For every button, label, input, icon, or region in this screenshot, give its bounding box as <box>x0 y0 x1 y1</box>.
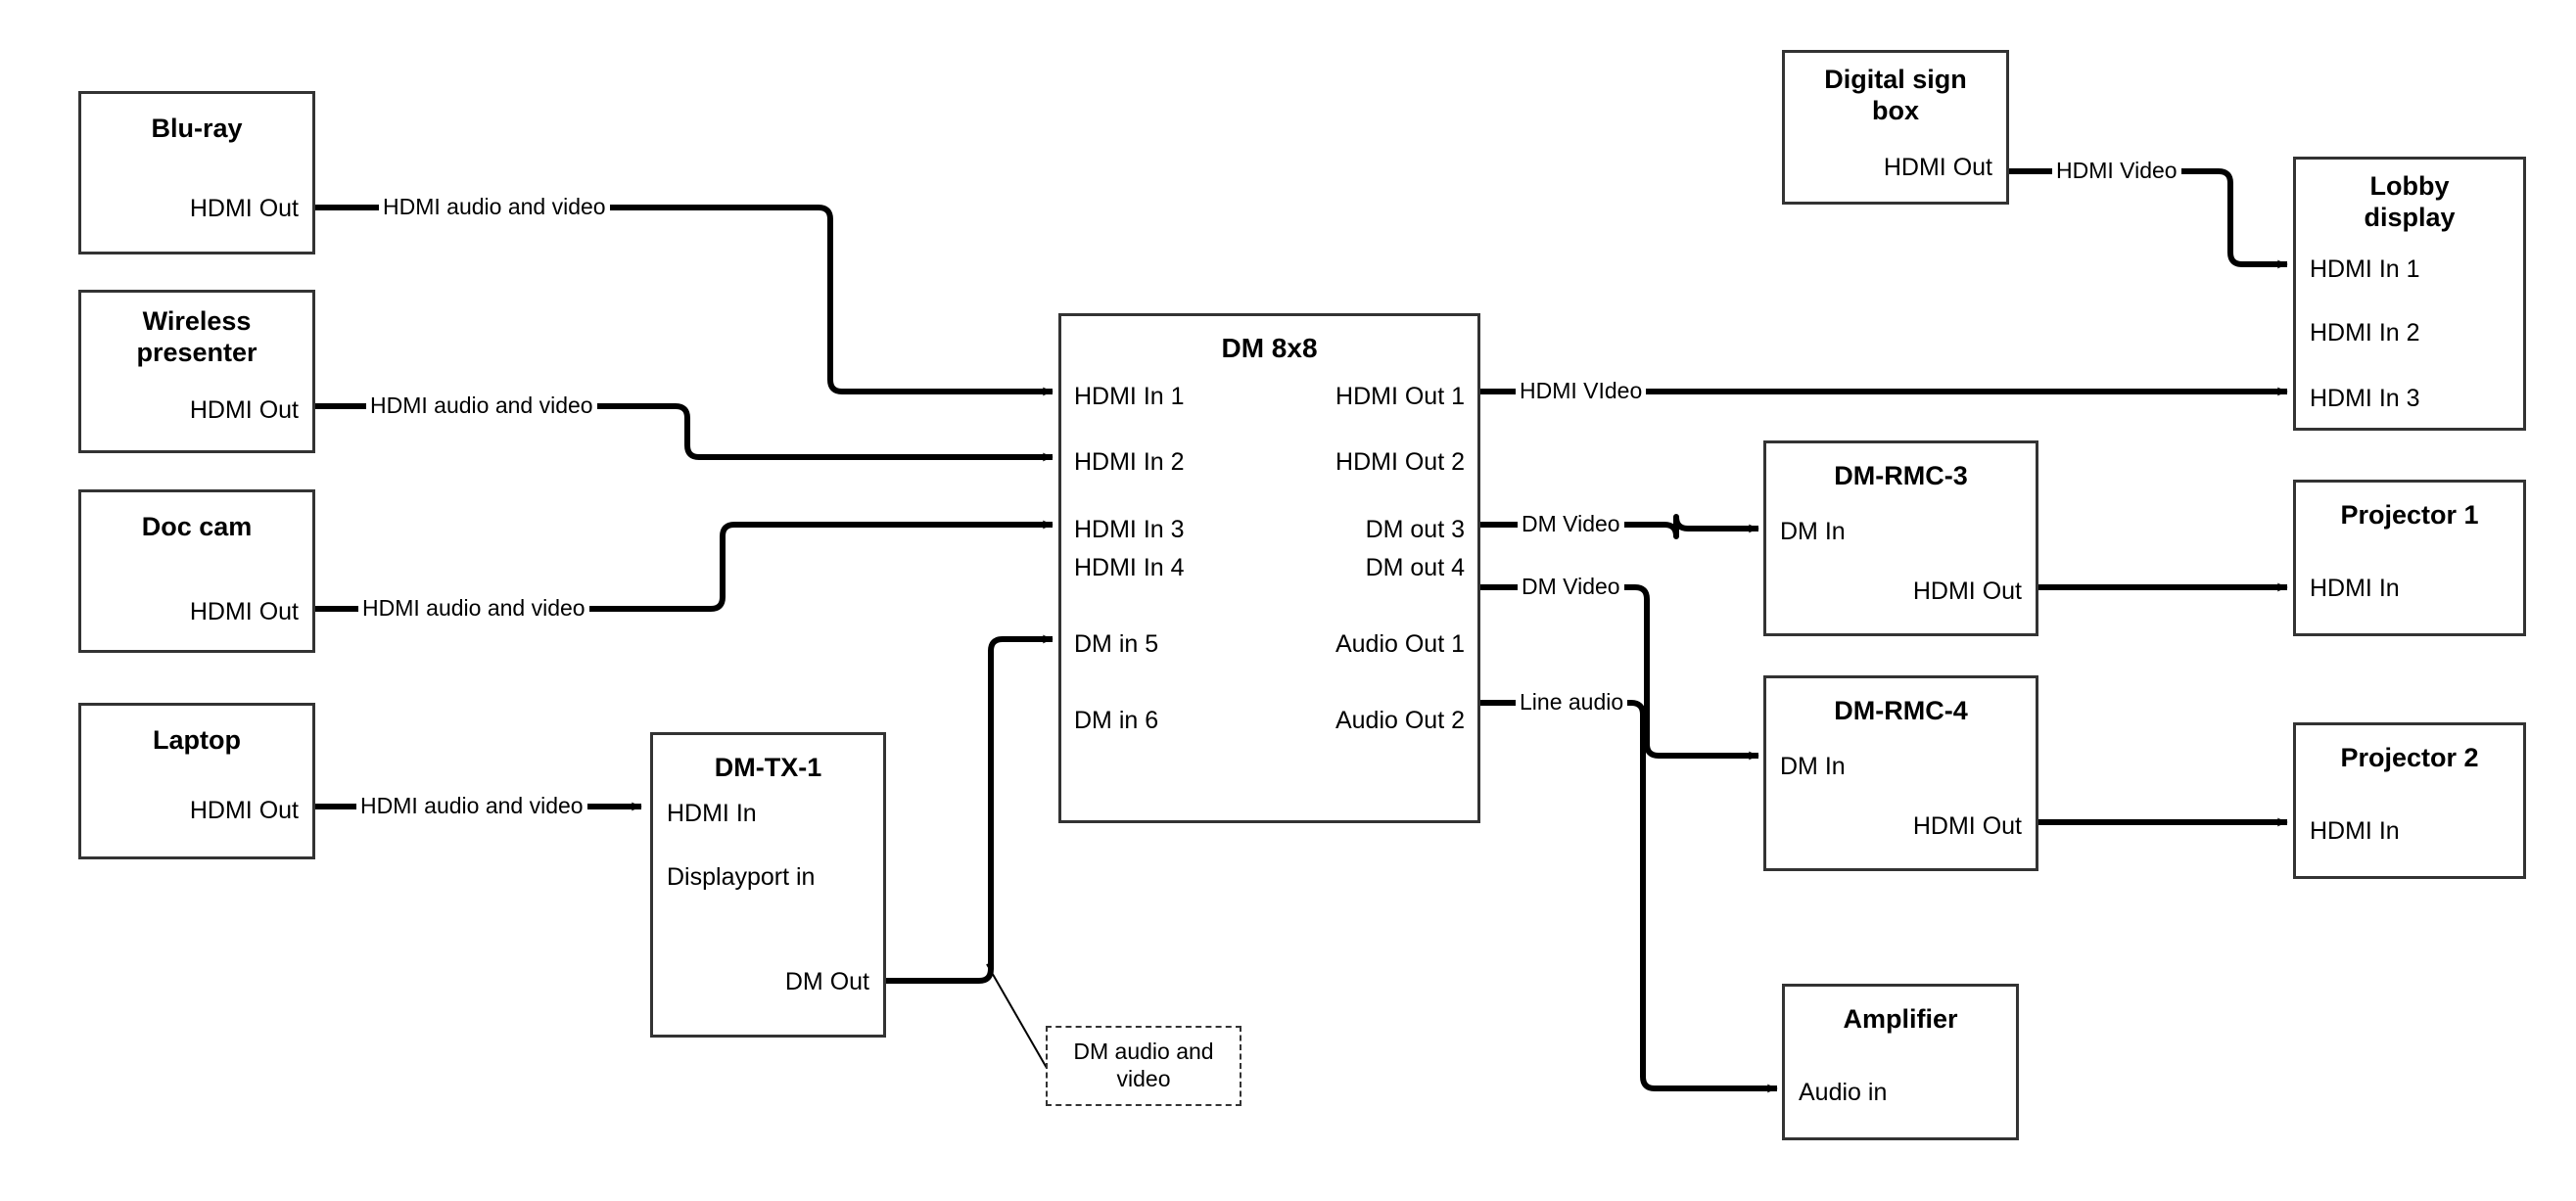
node-dm-8x8[interactable]: DM 8x8 HDMI In 1 HDMI In 2 HDMI In 3 HDM… <box>1058 313 1480 823</box>
node-dm-8x8-output-3: DM out 3 <box>1365 516 1465 543</box>
wire-digital-sign-to-lobby-hdmi-in-1 <box>2009 168 2288 269</box>
wire-bluray-to-hdmi-in-1 <box>315 205 1054 396</box>
node-doc-cam[interactable]: Doc cam HDMI Out <box>78 489 315 653</box>
node-dm-8x8-input-3: HDMI In 3 <box>1074 516 1185 543</box>
edge-label-digital-sign-to-lobby: HDMI Video <box>2052 160 2181 182</box>
node-laptop[interactable]: Laptop HDMI Out <box>78 703 315 859</box>
wire-dm-out-3-to-rmc3 <box>1480 514 1759 539</box>
node-amplifier-title: Amplifier <box>1843 1004 1958 1034</box>
node-dm-tx-1-port-hdmi-in: HDMI In <box>667 800 757 827</box>
node-digital-sign-box-title-line1: Digital sign <box>1824 65 1967 94</box>
callout-text-line1: DM audio and <box>1073 1039 1214 1065</box>
node-laptop-title: Laptop <box>153 725 241 755</box>
node-amplifier-port-audio-in: Audio in <box>1799 1079 1888 1106</box>
node-projector-2-title: Projector 2 <box>2340 743 2479 772</box>
edge-label-dm-out-4-to-rmc4: DM Video <box>1518 576 1624 598</box>
node-dm-8x8-input-5: DM in 5 <box>1074 630 1159 658</box>
node-dm-8x8-output-5: Audio Out 1 <box>1335 630 1465 658</box>
node-projector-2[interactable]: Projector 2 HDMI In <box>2293 722 2526 879</box>
node-dm-8x8-input-2: HDMI In 2 <box>1074 448 1185 476</box>
node-doc-cam-title: Doc cam <box>141 512 253 541</box>
wire-wireless-to-hdmi-in-2 <box>315 403 1054 462</box>
node-projector-1-port-hdmi-in: HDMI In <box>2310 575 2400 602</box>
node-dm-8x8-output-1: HDMI Out 1 <box>1335 383 1465 410</box>
node-wireless-presenter-title-line1: Wireless <box>142 306 252 336</box>
node-wireless-presenter-title-line2: presenter <box>136 337 258 367</box>
node-dm-8x8-input-4: HDMI In 4 <box>1074 554 1185 581</box>
node-dm-8x8-output-4: DM out 4 <box>1365 554 1465 581</box>
node-lobby-display-title: Lobby display <box>2296 171 2523 234</box>
node-lobby-display-port-hdmi-in-3: HDMI In 3 <box>2310 385 2420 412</box>
node-lobby-display-title-line2: display <box>2364 202 2456 232</box>
node-bluray-title: Blu-ray <box>151 114 243 143</box>
node-dm-rmc-4-port-hdmi-out: HDMI Out <box>1912 812 2022 840</box>
edge-label-doccam-to-hdmi-in-3: HDMI audio and video <box>358 597 589 620</box>
node-dm-tx-1-port-dm-out: DM Out <box>784 968 869 995</box>
node-dm-8x8-output-2: HDMI Out 2 <box>1335 448 1465 476</box>
node-dm-rmc-3[interactable]: DM-RMC-3 DM In HDMI Out <box>1763 440 2038 636</box>
node-lobby-display-title-line1: Lobby <box>2369 171 2450 201</box>
node-dm-tx-1-title: DM-TX-1 <box>714 753 822 782</box>
node-dm-8x8-output-6: Audio Out 2 <box>1335 707 1465 734</box>
node-projector-1-title: Projector 1 <box>2340 500 2479 530</box>
node-dm-8x8-title: DM 8x8 <box>1221 333 1318 363</box>
node-dm-8x8-input-6: DM in 6 <box>1074 707 1159 734</box>
node-bluray-port-hdmi-out: HDMI Out <box>189 195 299 222</box>
callout-text-line2: video <box>1116 1066 1171 1091</box>
node-wireless-presenter-port-hdmi-out: HDMI Out <box>189 396 299 424</box>
node-projector-2-port-hdmi-in: HDMI In <box>2310 817 2400 845</box>
node-dm-rmc-4[interactable]: DM-RMC-4 DM In HDMI Out <box>1763 675 2038 871</box>
callout-leader-line <box>986 963 1052 1076</box>
wire-dm-out-4-to-rmc4 <box>1480 584 1759 761</box>
wire-dmtx1-to-dm-in-5 <box>886 634 1054 984</box>
node-dm-8x8-input-1: HDMI In 1 <box>1074 383 1185 410</box>
node-dm-rmc-3-title: DM-RMC-3 <box>1834 461 1968 490</box>
node-dm-tx-1[interactable]: DM-TX-1 HDMI In Displayport in DM Out <box>650 732 886 1038</box>
edge-label-dm-out-3-to-rmc3: DM Video <box>1518 513 1624 535</box>
node-digital-sign-box[interactable]: Digital sign box HDMI Out <box>1782 50 2009 205</box>
callout-dm-audio-and-video: DM audio and video <box>1046 1026 1241 1106</box>
edge-label-bluray-to-hdmi-in-1: HDMI audio and video <box>379 196 610 218</box>
node-digital-sign-box-port-hdmi-out: HDMI Out <box>1883 154 1992 181</box>
node-dm-rmc-3-port-hdmi-out: HDMI Out <box>1912 577 2022 605</box>
callout-text: DM audio and video <box>1073 1039 1213 1092</box>
node-dm-rmc-3-port-dm-in: DM In <box>1780 518 1846 545</box>
node-laptop-port-hdmi-out: HDMI Out <box>189 797 299 824</box>
node-digital-sign-box-title: Digital sign box <box>1785 65 2006 127</box>
node-dm-rmc-4-port-dm-in: DM In <box>1780 753 1846 780</box>
node-amplifier[interactable]: Amplifier Audio in <box>1782 984 2019 1140</box>
node-bluray[interactable]: Blu-ray HDMI Out <box>78 91 315 254</box>
wire-doccam-to-hdmi-in-3 <box>315 520 1054 612</box>
node-dm-tx-1-port-displayport-in: Displayport in <box>667 863 816 891</box>
node-projector-1[interactable]: Projector 1 HDMI In <box>2293 480 2526 636</box>
edge-label-hdmi-out-1-to-lobby: HDMI VIdeo <box>1516 380 1647 402</box>
node-lobby-display-port-hdmi-in-1: HDMI In 1 <box>2310 255 2420 283</box>
node-wireless-presenter[interactable]: Wireless presenter HDMI Out <box>78 290 315 453</box>
node-doc-cam-port-hdmi-out: HDMI Out <box>189 598 299 625</box>
node-lobby-display[interactable]: Lobby display HDMI In 1 HDMI In 2 HDMI I… <box>2293 157 2526 431</box>
edge-label-audio-out-1-to-amplifier: Line audio <box>1516 691 1628 714</box>
node-lobby-display-port-hdmi-in-2: HDMI In 2 <box>2310 319 2420 346</box>
node-digital-sign-box-title-line2: box <box>1871 95 1919 125</box>
node-wireless-presenter-title: Wireless presenter <box>81 306 312 369</box>
edge-label-wireless-to-hdmi-in-2: HDMI audio and video <box>366 394 597 417</box>
node-dm-rmc-4-title: DM-RMC-4 <box>1834 696 1968 725</box>
wire-audio-out-1-to-amplifier <box>1480 700 1778 1093</box>
edge-label-laptop-to-dmtx1: HDMI audio and video <box>356 795 587 817</box>
